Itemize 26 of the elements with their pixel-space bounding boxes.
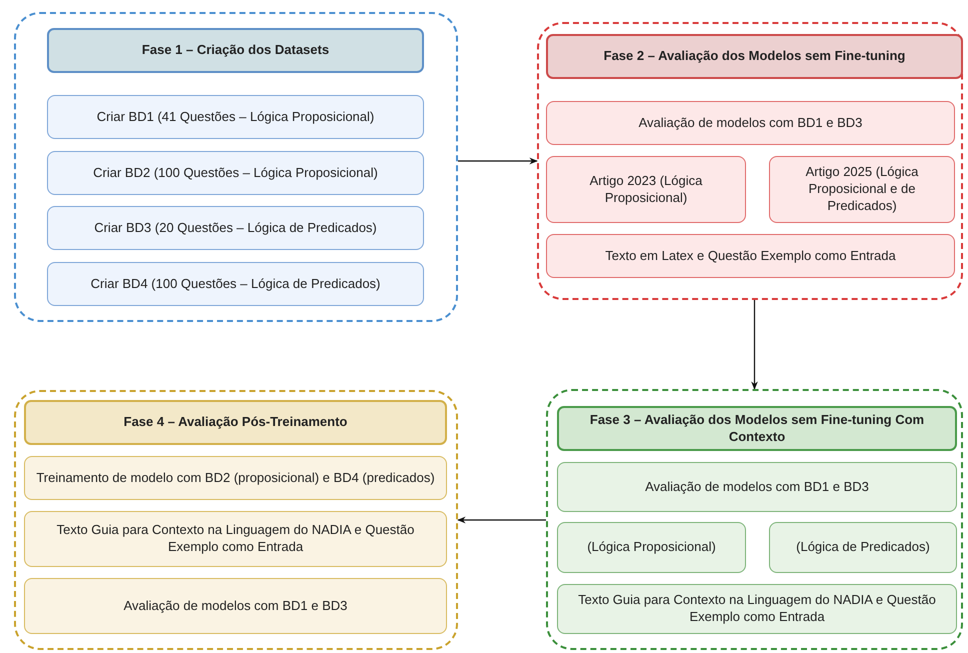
dashed-group-frame bbox=[537, 22, 963, 300]
dashed-group-frame bbox=[14, 390, 458, 650]
step-box: Criar BD2 (100 Questões – Lógica Proposicional) bbox=[47, 151, 424, 195]
step-box: Criar BD4 (100 Questões – Lógica de Predicados) bbox=[47, 262, 424, 306]
step-box: Artigo 2025 (Lógica Proposicional e de Predicados) bbox=[769, 156, 955, 223]
dashed-group-frame bbox=[546, 389, 963, 650]
step-box: Avaliação de modelos com BD1 e BD3 bbox=[557, 462, 957, 512]
step-box: Artigo 2023 (Lógica Proposicional) bbox=[546, 156, 746, 223]
step-box: (Lógica de Predicados) bbox=[769, 522, 957, 573]
phase-header: Fase 3 – Avaliação dos Modelos sem Fine-tuning Com Contexto bbox=[557, 406, 957, 451]
phase-header: Fase 4 – Avaliação Pós-Treinamento bbox=[24, 400, 447, 445]
arrow bbox=[751, 300, 758, 390]
arrow bbox=[458, 158, 538, 164]
step-box: (Lógica Proposicional) bbox=[557, 522, 746, 573]
arrow bbox=[457, 516, 546, 524]
step-box: Texto Guia para Contexto na Linguagem do NADIA e Questão Exemplo como Entrada bbox=[557, 584, 957, 634]
step-box: Criar BD1 (41 Questões – Lógica Proposicional) bbox=[47, 95, 424, 139]
phase-header: Fase 1 – Criação dos Datasets bbox=[47, 28, 424, 73]
step-box: Avaliação de modelos com BD1 e BD3 bbox=[546, 101, 955, 145]
phase-header: Fase 2 – Avaliação dos Modelos sem Fine-tuning bbox=[546, 34, 963, 79]
step-box: Texto Guia para Contexto na Linguagem do NADIA e Questão Exemplo como Entrada bbox=[24, 511, 447, 567]
step-box: Avaliação de modelos com BD1 e BD3 bbox=[24, 578, 447, 634]
step-box: Criar BD3 (20 Questões – Lógica de Predicados) bbox=[47, 206, 424, 250]
step-box: Treinamento de modelo com BD2 (proposicional) e BD4 (predicados) bbox=[24, 456, 447, 500]
step-box: Texto em Latex e Questão Exemplo como Entrada bbox=[546, 234, 955, 278]
dashed-group-frame bbox=[14, 12, 458, 322]
